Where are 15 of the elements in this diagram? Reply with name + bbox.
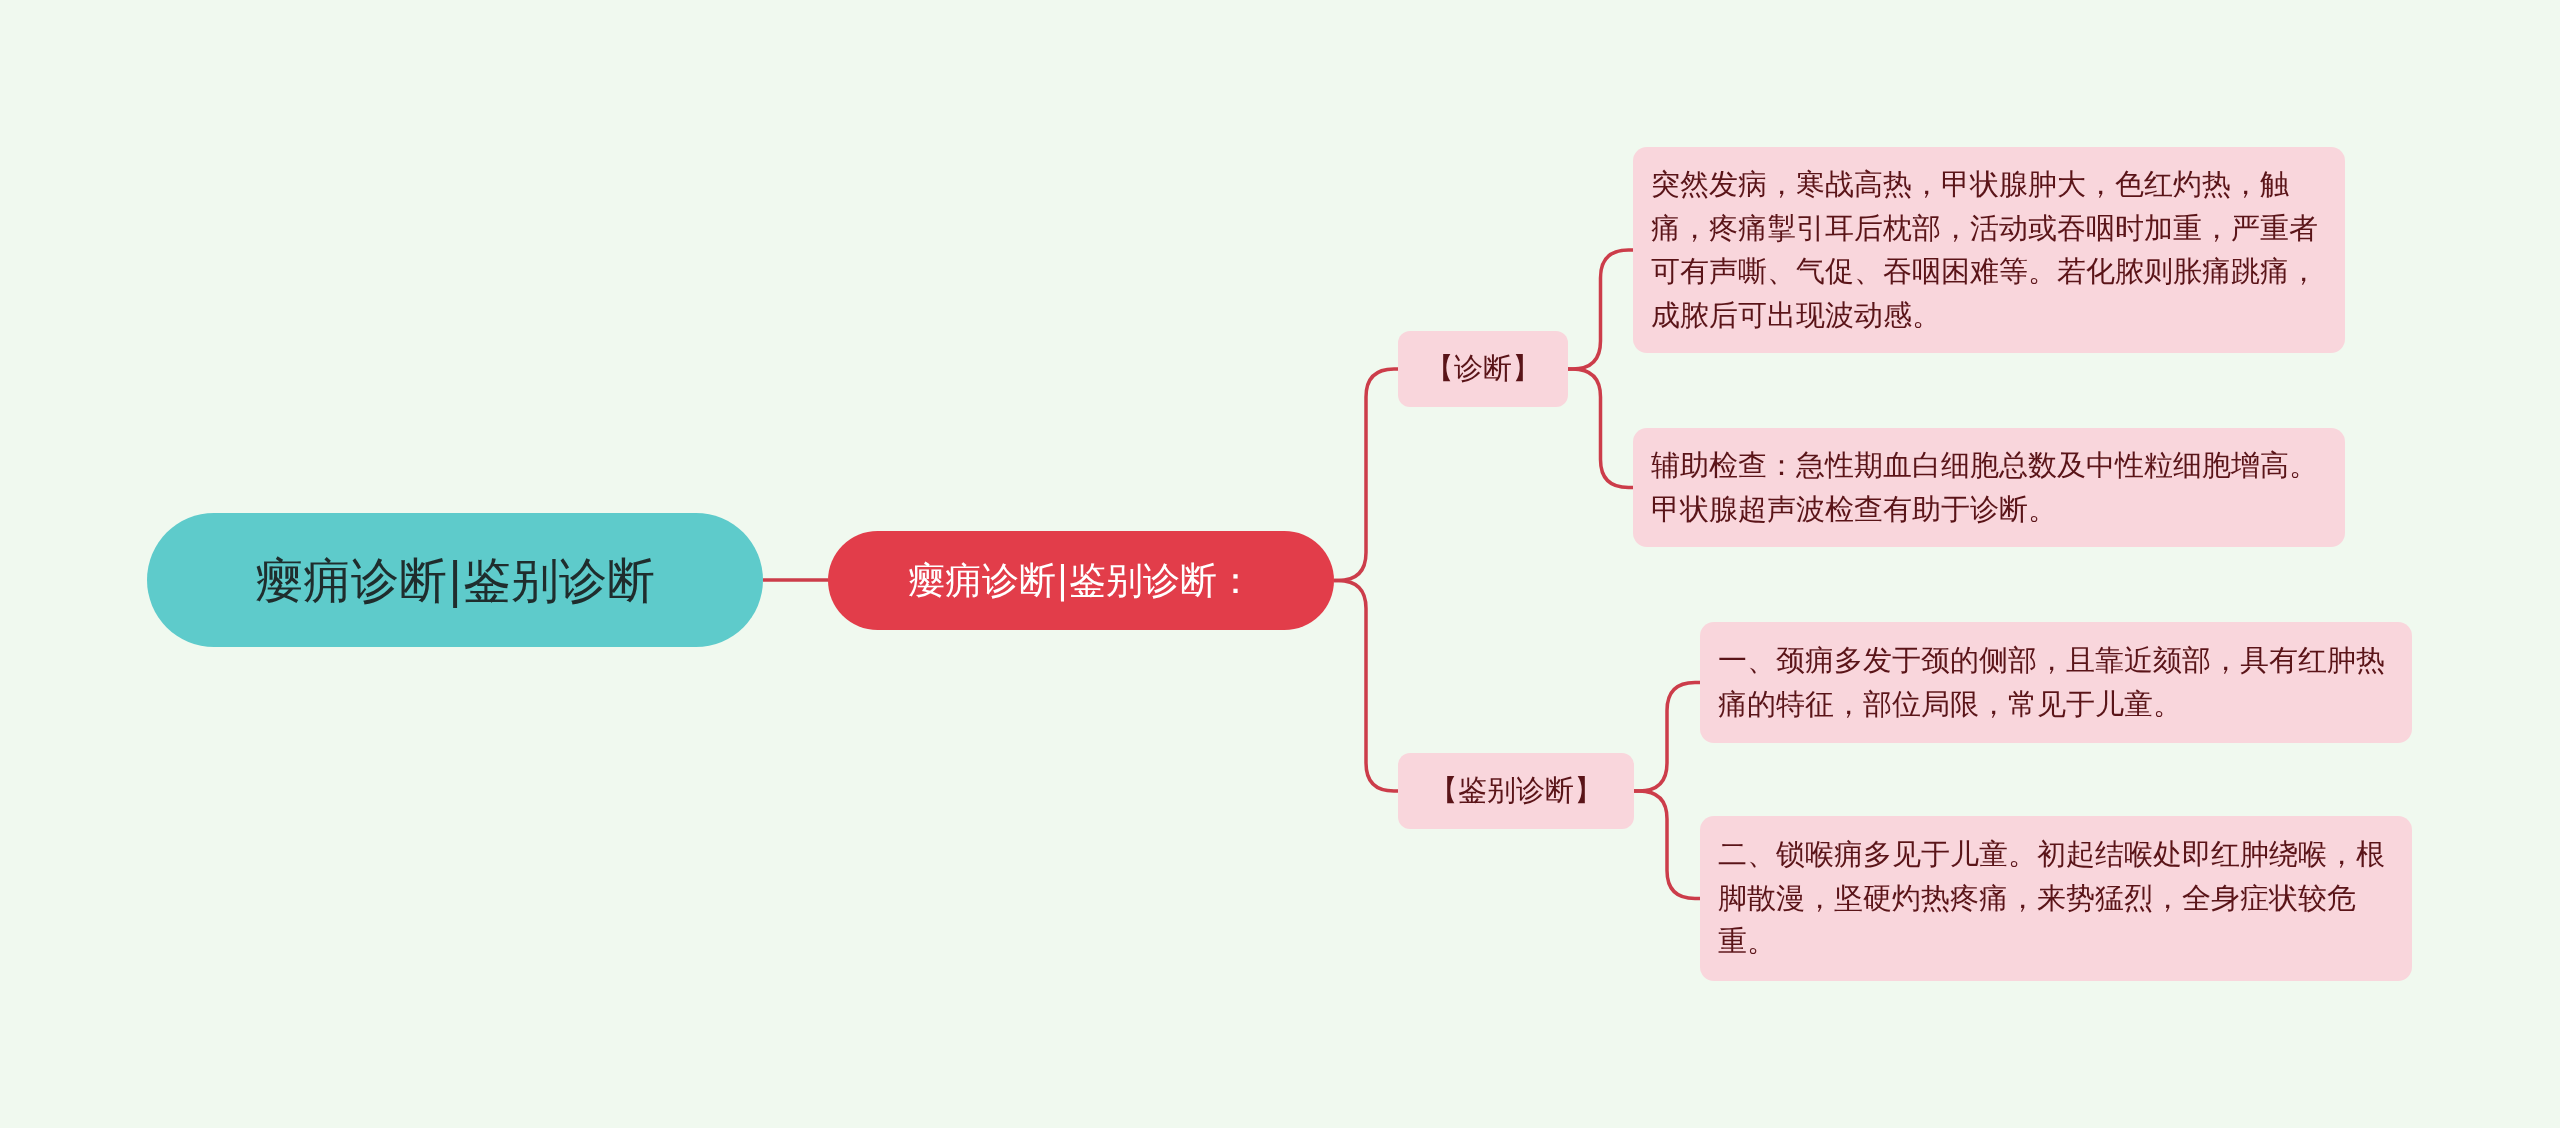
topic-text: 辅助检查：急性期血白细胞总数及中性粒细胞增高。甲状腺超声波检查有助于诊断。 [1651, 447, 2319, 528]
connector-line [763, 578, 828, 582]
note-box [1700, 622, 2412, 743]
topic-text: 一、颈痈多发于颈的侧部，且靠近颏部，具有红肿热痛的特征，部位局限，常见于儿童。 [1718, 642, 2386, 723]
note-box [1633, 147, 2345, 353]
note-box [1700, 816, 2412, 981]
subtopic-box [1398, 753, 1634, 829]
topic-text: 【鉴别诊断】 [1429, 772, 1603, 810]
topic-text: 【诊断】 [1425, 350, 1541, 388]
topic-text: 突然发病，寒战高热，甲状腺肿大，色红灼热，触痛，疼痛掣引耳后枕部，活动或吞咽时加重，严重者可有声嘶、气促、吞咽困难等。若化脓则胀痛跳痛，成脓后可出现波动感。 [1651, 166, 2319, 334]
topic-text: 瘿痈诊断|鉴别诊断： [908, 557, 1254, 604]
topic-text: 瘿痈诊断|鉴别诊断 [254, 551, 656, 610]
note-box [1633, 428, 2345, 547]
topic-text: 二、锁喉痈多见于儿童。初起结喉处即红肿绕喉，根脚散漫，坚硬灼热疼痛，来势猛烈，全身症状较危重。 [1718, 836, 2386, 961]
subtopic-box [1398, 331, 1568, 407]
